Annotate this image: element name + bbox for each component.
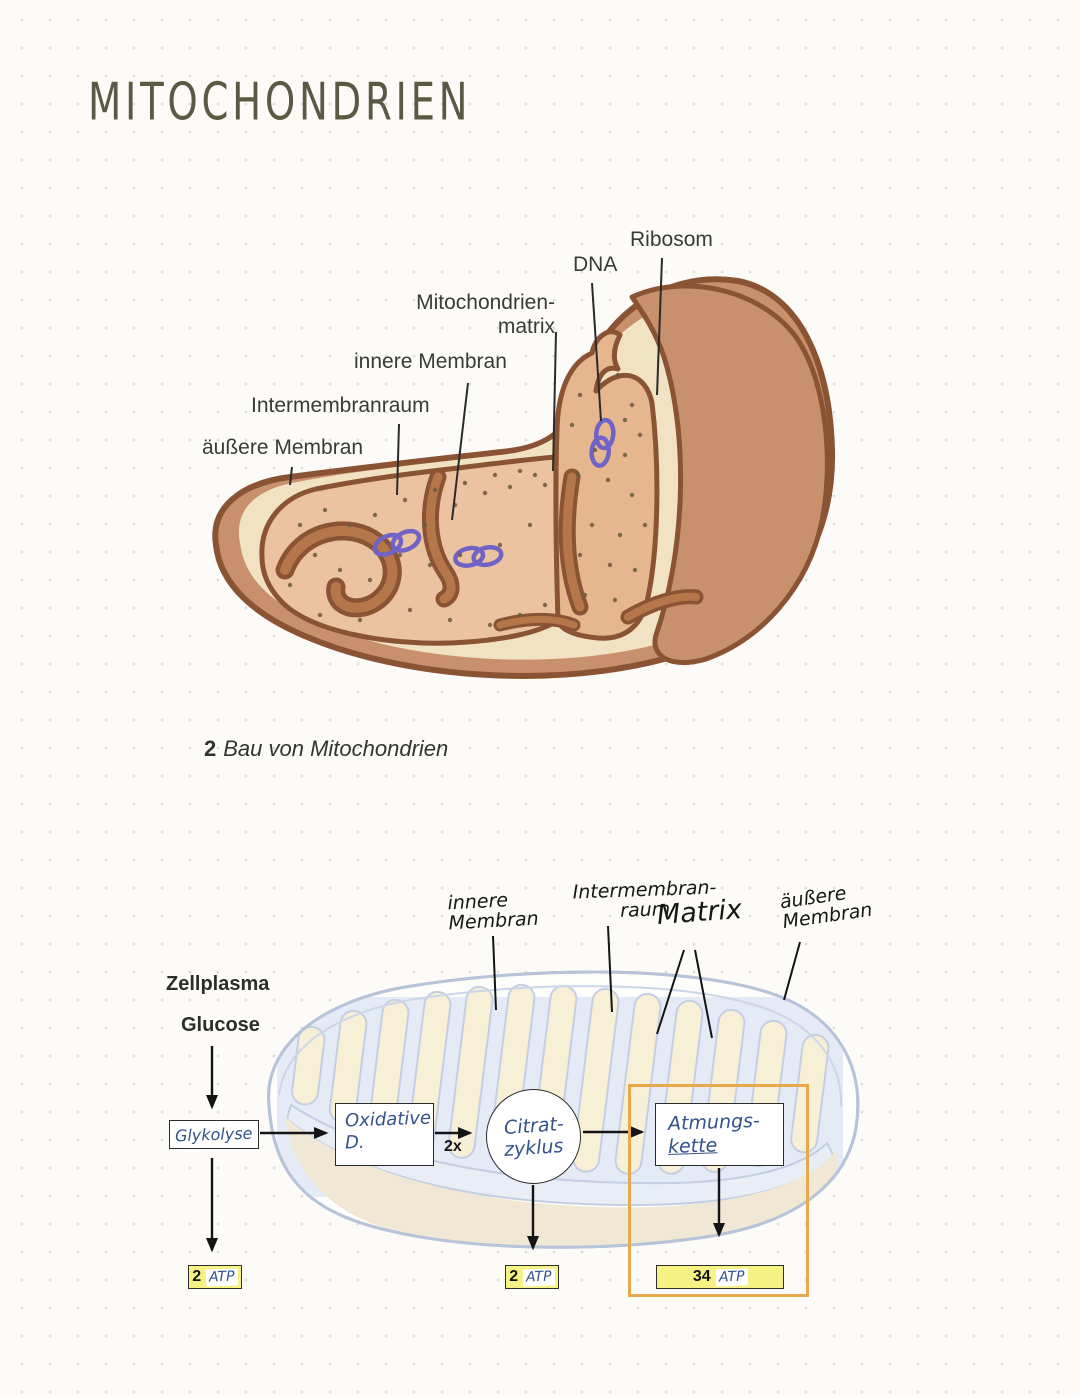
atmungskette-box: Atmungs- kette — [655, 1103, 784, 1166]
figure2-label-innere-membran: innere Membran — [446, 889, 540, 935]
glucose-label: Glucose — [181, 1014, 260, 1036]
caption-text: Bau von Mitochondrien — [223, 736, 449, 761]
zellplasma-label: Zellplasma — [166, 973, 270, 995]
figure1-label-aussere-membran: äußere Membran — [202, 436, 364, 459]
ribosome-dots — [287, 372, 648, 628]
right-lobe-shape — [629, 283, 830, 665]
cristae-folds — [275, 468, 704, 632]
figure1-label-matrix: Mitochondrien- matrix — [416, 291, 555, 338]
atp-output-atmungskette: 34 ATP — [656, 1265, 784, 1289]
figure1-label-intermembranraum: Intermembranraum — [251, 394, 430, 417]
figure1-pointer-lines — [289, 257, 663, 521]
figure2-label-matrix: Matrix — [655, 894, 743, 931]
oxidative-decarboxylierung-box: Oxidative D. — [335, 1103, 434, 1166]
sketch-lower-body — [285, 1117, 838, 1247]
caption-number: 2 — [204, 736, 217, 761]
atp-output-citratzyklus: 2 ATP — [505, 1265, 559, 1289]
figure1-label-ribosom: Ribosom — [630, 228, 713, 251]
figure1-label-dna: DNA — [573, 253, 618, 276]
mitochondrion-illustration — [212, 257, 836, 679]
glykolyse-box: Glykolyse — [169, 1120, 259, 1149]
dna-loops — [372, 417, 616, 568]
page-title: MITOCHONDRIEN — [88, 72, 472, 132]
atp-output-glykolyse: 2 ATP — [188, 1265, 242, 1289]
citratzyklus-circle: Citrat- zyklus — [486, 1089, 581, 1184]
figure2-label-aussere-membran: äußere Membran — [778, 882, 874, 934]
figure1-label-innere-membran: innere Membran — [354, 350, 507, 373]
multiplier-label: 2x — [444, 1138, 462, 1155]
sketch-inner-rim — [278, 985, 843, 1108]
